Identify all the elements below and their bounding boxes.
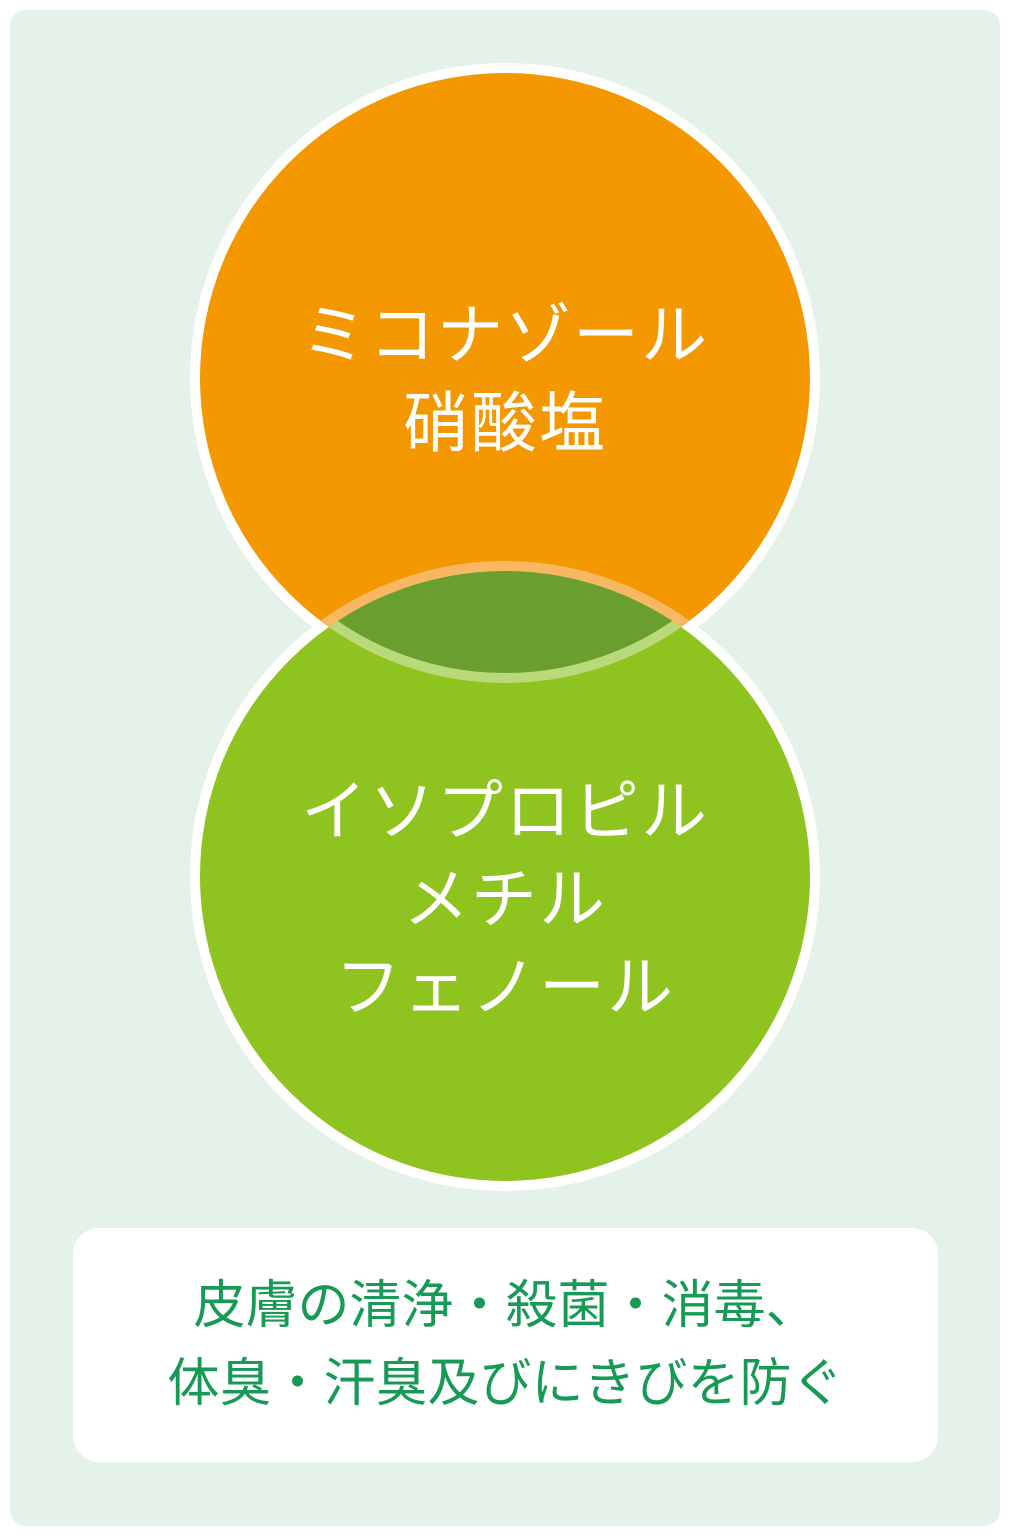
label-line: フェノール (335, 949, 675, 1026)
top-circle-miconazole (200, 73, 810, 683)
bottom-circle-label: イソプロピル メチル フェノール (190, 768, 820, 1032)
label-line: ミコナゾール (301, 297, 709, 374)
label-line: メチル (403, 861, 607, 938)
label-line: 硝酸塩 (403, 385, 607, 462)
bottom-circle-ipmp (200, 571, 810, 1181)
label-line: イソプロピル (301, 773, 709, 850)
note-line: 体臭・汗臭及びにきびを防ぐ (167, 1354, 844, 1414)
top-circle-label: ミコナゾール 硝酸塩 (190, 292, 820, 468)
note-line: 皮膚の清浄・殺菌・消毒、 (193, 1276, 818, 1336)
effects-note-box: 皮膚の清浄・殺菌・消毒、 体臭・汗臭及びにきびを防ぐ (73, 1228, 938, 1462)
